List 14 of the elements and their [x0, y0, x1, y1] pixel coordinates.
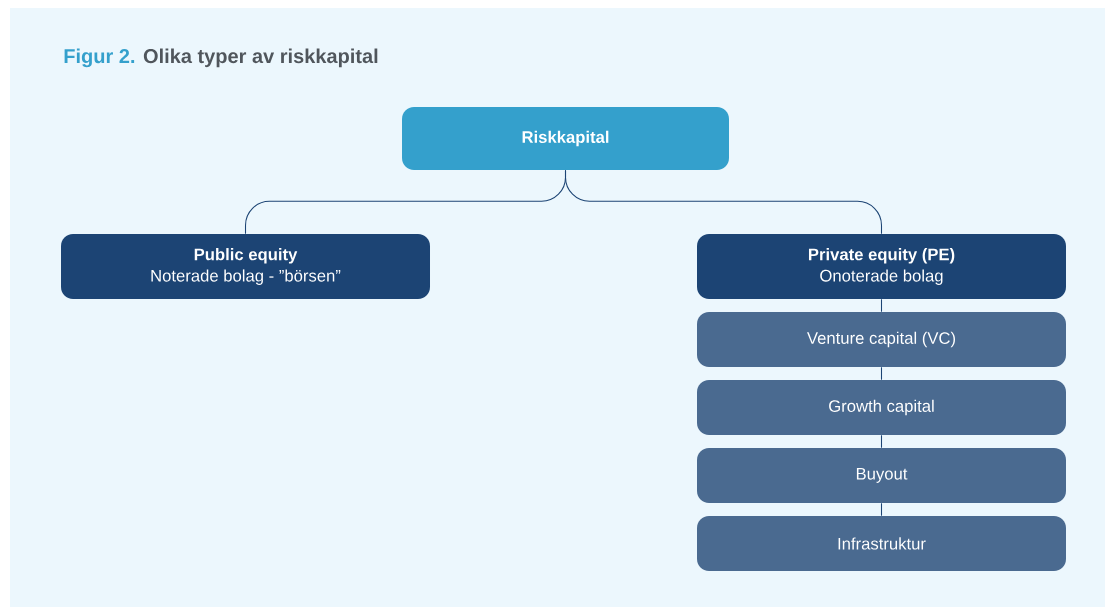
subcategory-box: Venture capital (VC): [697, 312, 1066, 367]
title: Olika typer av riskkapital: [143, 48, 378, 68]
connector-line: [880, 434, 883, 449]
subcategory-box: Buyout: [697, 448, 1066, 503]
subcategory-box: Infrastruktur: [697, 516, 1066, 571]
category-box: Public equity Noterade bolag - ”börsen”: [61, 234, 430, 299]
category-box: Private equity (PE) Onoterade bolag: [697, 234, 1066, 299]
connector-line: [880, 502, 883, 517]
connector-line: [564, 169, 883, 235]
subcategory-box: Growth capital: [697, 380, 1066, 435]
root-box: Riskkapital: [402, 107, 729, 170]
connector-line: [880, 366, 883, 381]
connector-line: [880, 298, 883, 313]
figure-number: Figur 2.: [64, 48, 135, 68]
